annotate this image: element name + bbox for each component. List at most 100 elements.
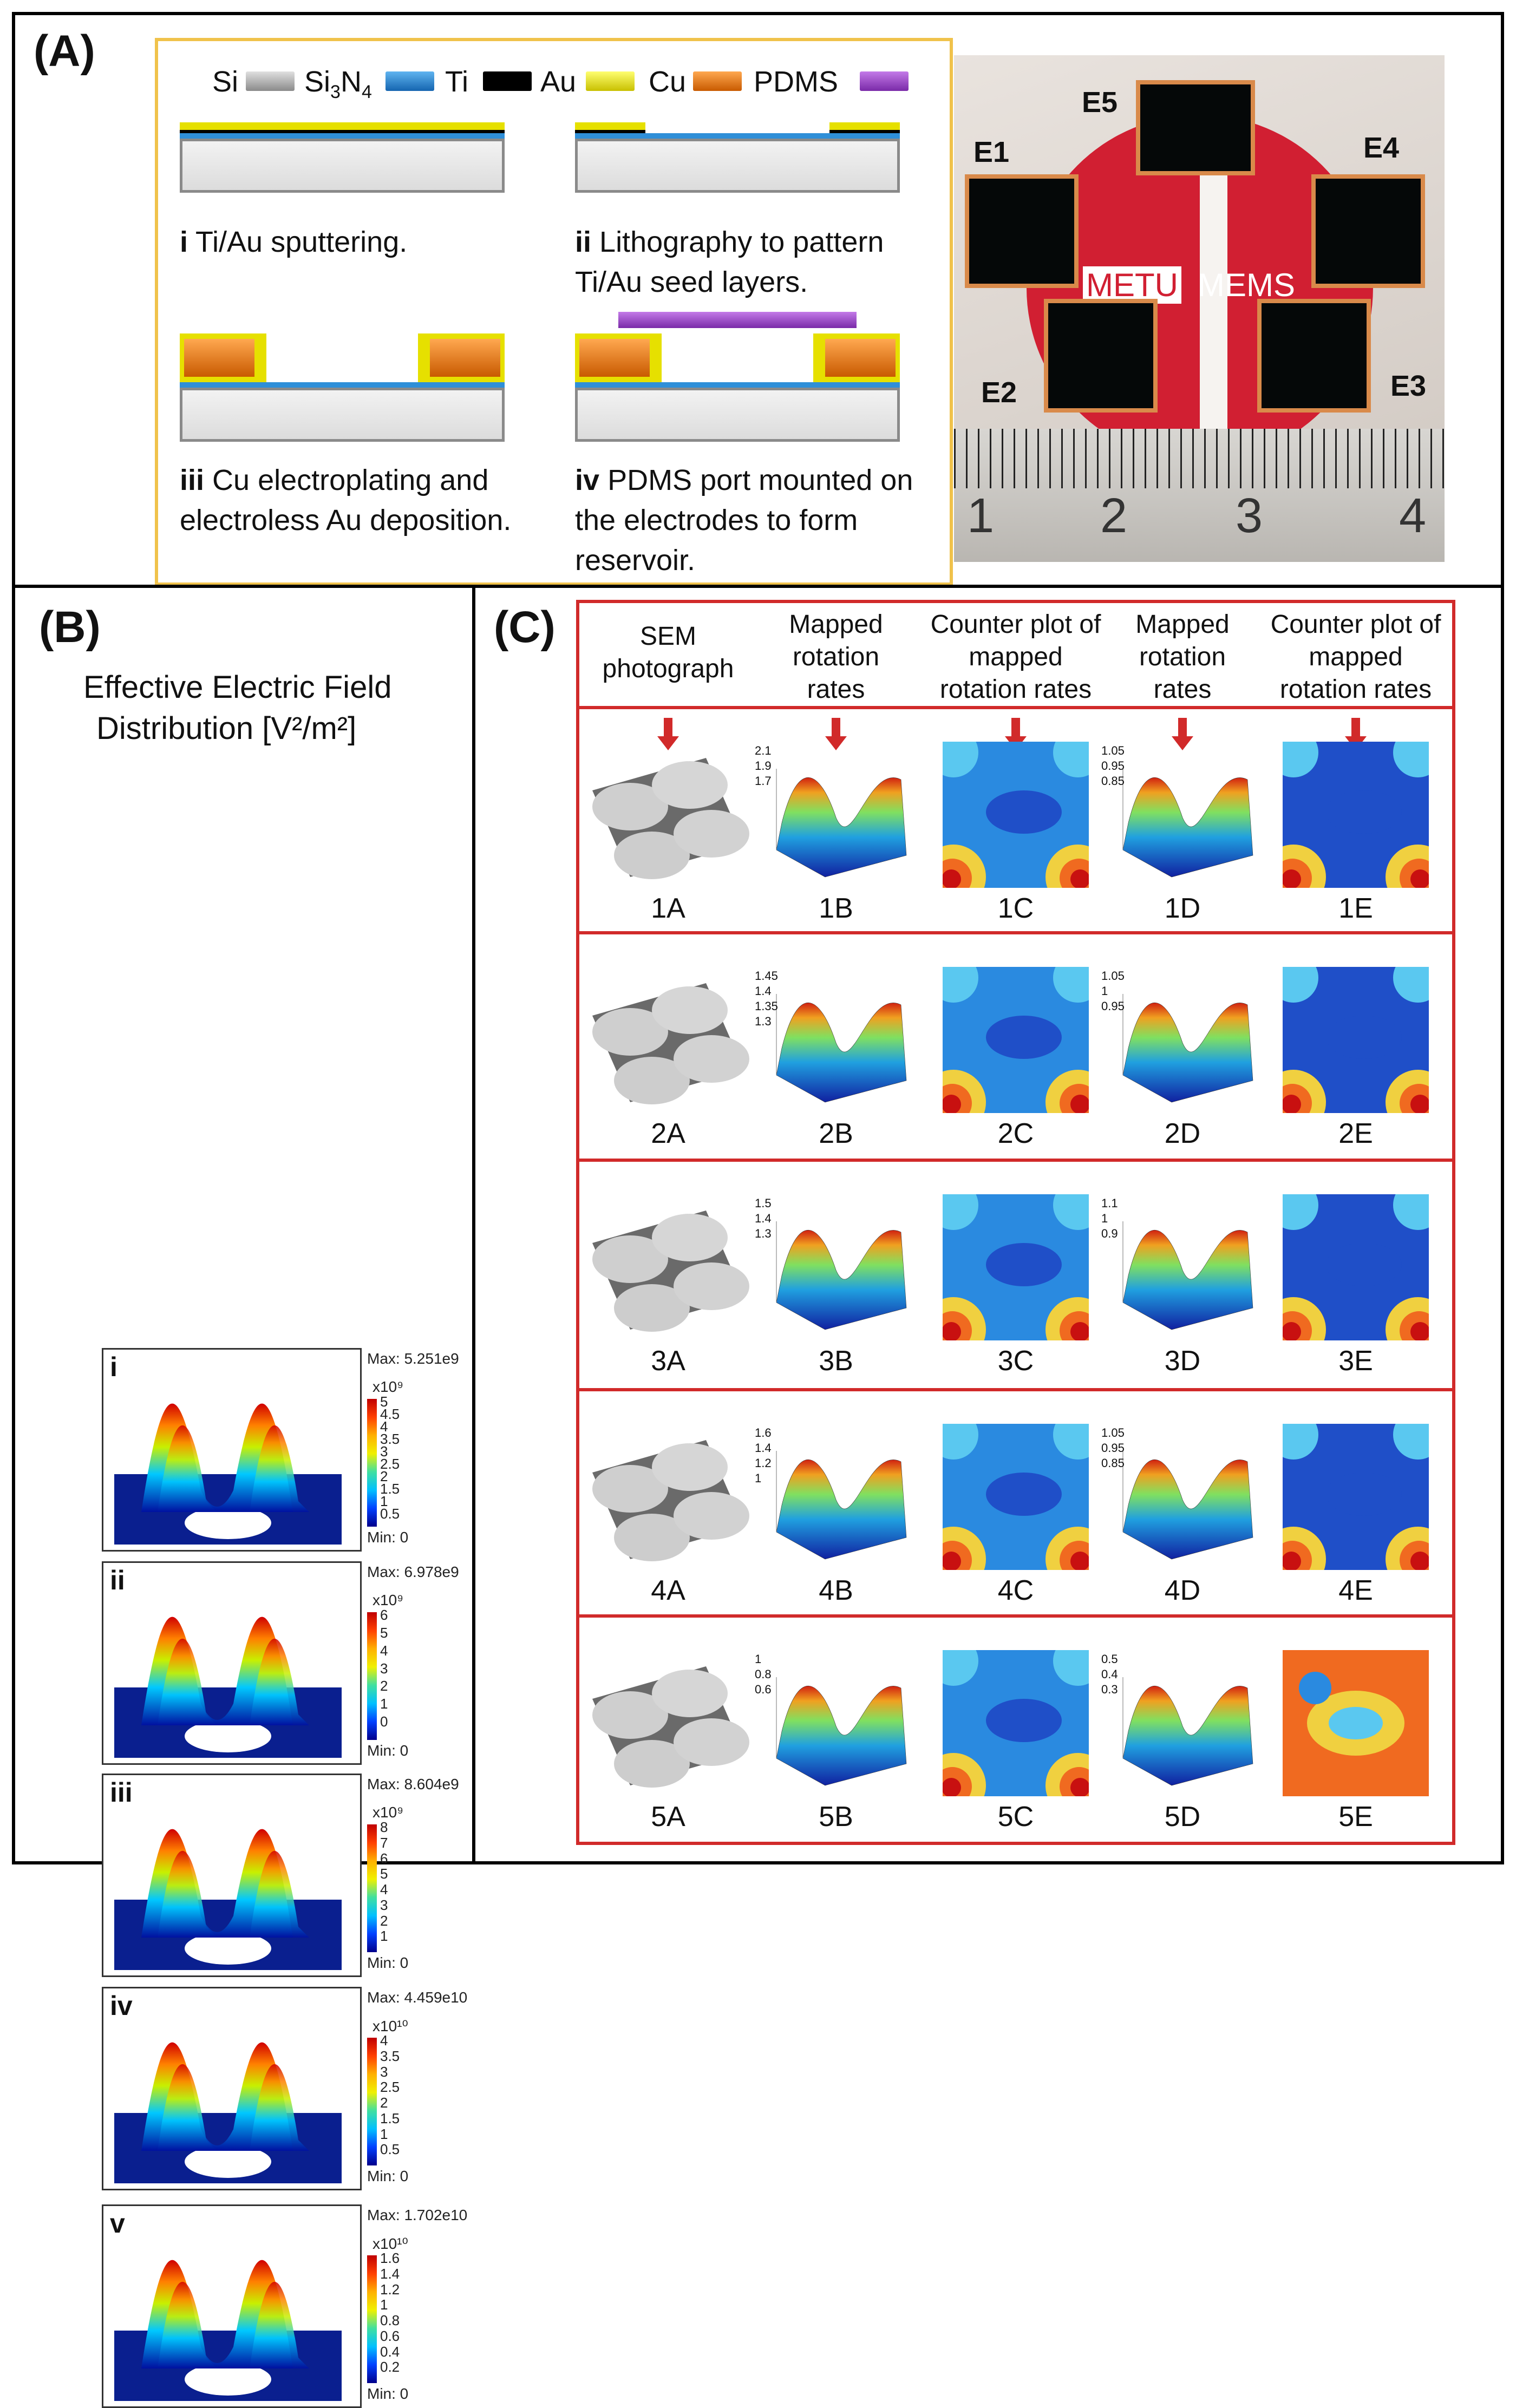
panel-b-label: (B) xyxy=(39,603,101,652)
colorbar-tick: 4 xyxy=(380,1642,388,1659)
sem-photograph xyxy=(592,983,749,1104)
simulation-figure-iii xyxy=(102,1774,362,1977)
colorbar-tick: 1 xyxy=(380,2296,388,2313)
colorbar-tick: 2.5 xyxy=(380,1456,400,1472)
colorbar-tick: 2 xyxy=(380,1468,388,1484)
colorbar-tick: 1 xyxy=(380,1928,388,1945)
legend-si3n4-swatch xyxy=(385,71,434,91)
step-ii-diagram xyxy=(575,122,900,193)
column-header-line: photograph xyxy=(602,655,734,683)
colorbar xyxy=(367,2255,377,2383)
colorbar-tick: 0.5 xyxy=(380,2141,400,2158)
figure-label-3d: 3D xyxy=(1164,1345,1201,1377)
colorbar-tick: 4.5 xyxy=(380,1406,400,1422)
contour-plot-4c xyxy=(943,1424,1089,1570)
surface-axis-tick: 0.95 xyxy=(1101,759,1125,773)
legend-pdms-swatch xyxy=(860,71,909,91)
surface-axis-tick: 1.7 xyxy=(755,774,772,788)
surface-axis-tick: 1.4 xyxy=(755,984,772,998)
metu-logo-text-left: METU xyxy=(1083,266,1181,304)
colorbar-tick: 4 xyxy=(380,1881,388,1897)
row-divider-3 xyxy=(576,1388,1455,1391)
colorbar-tick: 1.5 xyxy=(380,1481,400,1497)
colorbar-tick: 5 xyxy=(380,1393,388,1410)
colorbar-tick: 6 xyxy=(380,1850,388,1867)
step-i-caption: i Ti/Au sputtering. xyxy=(180,226,408,258)
max-value: Max: 1.702e10 xyxy=(367,2207,468,2223)
metu-logo-text-right: MEMS xyxy=(1198,267,1295,303)
electrode-e2 xyxy=(1044,299,1158,413)
colorbar-tick: 0.6 xyxy=(380,2327,400,2344)
figure-label-5d: 5D xyxy=(1164,1801,1201,1833)
colorbar-tick: 1 xyxy=(380,2125,388,2142)
simulation-figure-label: i xyxy=(110,1352,117,1382)
colorbar-tick: 0.2 xyxy=(380,2359,400,2376)
contour-plot-4e xyxy=(1283,1424,1429,1570)
fabrication-process-box: Si Si3N4 Ti Au Cu PDMS i Ti/Au sputterin… xyxy=(155,38,953,586)
simulation-figure-label: ii xyxy=(110,1565,125,1595)
surface-axis-tick: 0.9 xyxy=(1101,1227,1118,1240)
contour-plot-5e xyxy=(1283,1650,1429,1796)
colorbar-tick: 1 xyxy=(380,1493,388,1509)
max-value: Max: 4.459e10 xyxy=(367,1989,468,2006)
colorbar-tick: 1.5 xyxy=(380,2110,400,2126)
colorbar-tick: 1.2 xyxy=(380,2281,400,2298)
electrode-e1 xyxy=(965,174,1079,288)
contour-plot-1c xyxy=(943,742,1089,888)
down-arrow-icon xyxy=(657,718,679,750)
figure-label-3a: 3A xyxy=(651,1345,685,1377)
colorbar-tick: 3 xyxy=(380,1896,388,1913)
surface-plot-4d xyxy=(1122,1451,1253,1560)
legend-pdms-label: PDMS xyxy=(754,66,839,98)
electrode-e5 xyxy=(1136,80,1255,175)
panel-a: (A) Si Si3N4 Ti Au Cu PDMS i Ti/Au sputt… xyxy=(12,12,1504,588)
figure-label-5b: 5B xyxy=(819,1801,853,1833)
surface-axis-tick: 0.85 xyxy=(1101,774,1125,788)
colorbar-tick: 2 xyxy=(380,1678,388,1694)
column-header-line: Mapped xyxy=(1135,610,1230,639)
ruler-ticks xyxy=(954,429,1445,488)
figure-label-3e: 3E xyxy=(1338,1345,1373,1377)
surface-axis-tick: 1 xyxy=(1101,1212,1108,1225)
max-value: Max: 8.604e9 xyxy=(367,1776,459,1792)
colorbar-tick: 7 xyxy=(380,1834,388,1851)
surface-plot-3b xyxy=(776,1221,907,1330)
column-header-line: rotation rates xyxy=(1279,675,1432,704)
figure-label-4c: 4C xyxy=(997,1575,1034,1606)
figure-label-4e: 4E xyxy=(1338,1575,1373,1606)
electrode-photo: METU MEMS E5 E1 E4 E2 E3 1 2 3 4 xyxy=(954,55,1445,562)
surface-plot-4b xyxy=(776,1451,907,1560)
surface-axis-tick: 1.3 xyxy=(755,1227,772,1240)
surface-axis-tick: 1.1 xyxy=(1101,1196,1118,1210)
surface-axis-tick: 1.2 xyxy=(755,1456,772,1470)
colorbar-exponent: x10⁹ xyxy=(373,1592,404,1608)
max-value: Max: 6.978e9 xyxy=(367,1563,459,1580)
simulation-figure-v xyxy=(102,2204,362,2408)
figure-label-2d: 2D xyxy=(1164,1118,1201,1149)
down-arrow-icon xyxy=(825,718,847,750)
surface-axis-tick: 1 xyxy=(755,1471,762,1485)
figure-label-3c: 3C xyxy=(997,1345,1034,1377)
figure-label-4b: 4B xyxy=(819,1575,853,1606)
column-header-line: rates xyxy=(807,675,865,704)
surface-axis-tick: 1.05 xyxy=(1101,744,1125,757)
panel-c-table xyxy=(576,600,1455,1845)
figure-label-1a: 1A xyxy=(651,893,685,924)
surface-axis-tick: 0.3 xyxy=(1101,1683,1118,1696)
legend-cu-swatch xyxy=(693,71,742,91)
sem-photograph xyxy=(592,1440,749,1561)
column-header-line: rotation rates xyxy=(939,675,1092,704)
colorbar xyxy=(367,1399,377,1527)
surface-axis-tick: 0.8 xyxy=(755,1667,772,1681)
contour-plot-2c xyxy=(943,967,1089,1113)
step-i-diagram xyxy=(180,122,505,193)
colorbar-tick: 2 xyxy=(380,1912,388,1929)
surface-axis-tick: 1 xyxy=(1101,984,1108,998)
colorbar-exponent: x10⁹ xyxy=(373,1378,404,1395)
surface-axis-tick: 1.5 xyxy=(755,1196,772,1210)
